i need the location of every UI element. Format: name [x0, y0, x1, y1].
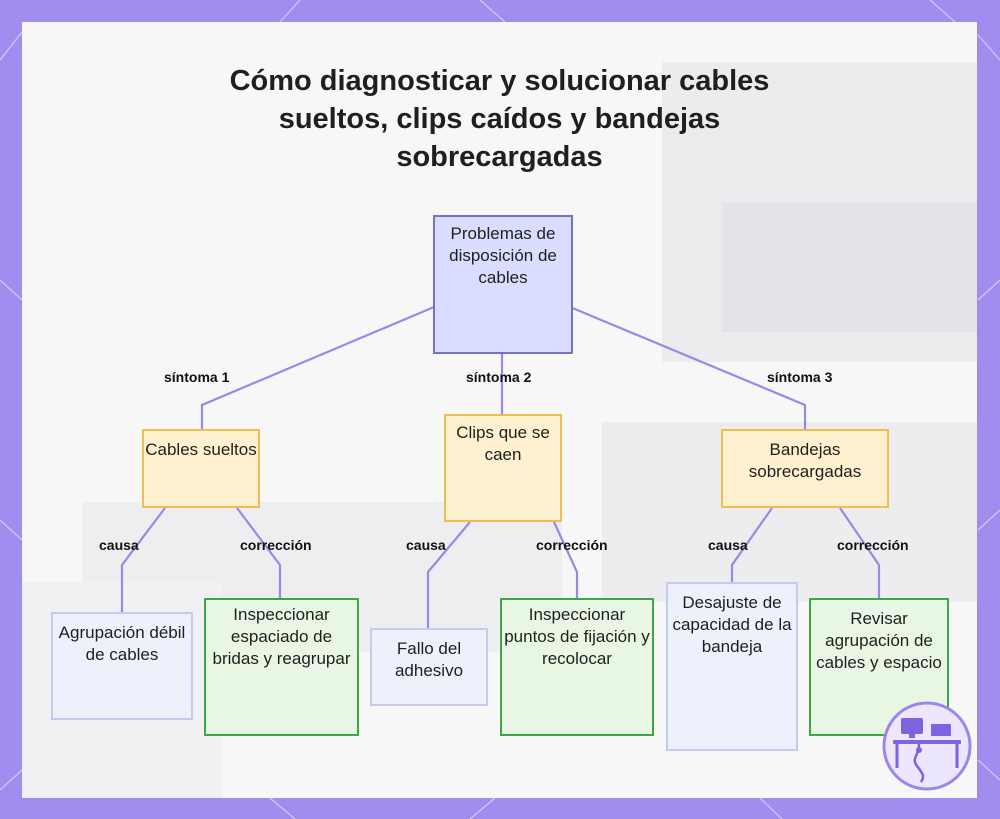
- fix-label: Inspeccionar espaciado de bridas y reagr…: [212, 605, 351, 668]
- symptom-label: Cables sueltos: [145, 440, 257, 459]
- fix-node-2: Inspeccionar puntos de fijación y recolo…: [500, 598, 654, 736]
- diagram-card: Cómo diagnosticar y solucionar cables su…: [22, 22, 977, 798]
- edge-label-symptom-1: síntoma 1: [164, 369, 230, 385]
- edge-label-fix-3: corrección: [837, 537, 909, 553]
- fix-node-3: Revisar agrupación de cables y espacio: [809, 598, 949, 736]
- cause-label: Desajuste de capacidad de la bandeja: [672, 593, 792, 656]
- cause-label: Fallo del adhesivo: [394, 639, 464, 680]
- edge-label-cause-3: causa: [708, 537, 748, 553]
- edge-label-symptom-2: síntoma 2: [466, 369, 532, 385]
- fix-label: Revisar agrupación de cables y espacio: [816, 609, 942, 672]
- edge-label-cause-1: causa: [99, 537, 139, 553]
- edge-label-fix-1: corrección: [240, 537, 312, 553]
- symptom-label: Bandejas sobrecargadas: [748, 440, 862, 481]
- root-label: Problemas de disposición de cables: [449, 224, 557, 287]
- diagram-title: Cómo diagnosticar y solucionar cables su…: [229, 65, 770, 173]
- edge-label-symptom-3: síntoma 3: [767, 369, 833, 385]
- edge-label-cause-2: causa: [406, 537, 446, 553]
- symptom-label: Clips que se caen: [456, 423, 550, 464]
- root-node: Problemas de disposición de cables: [433, 215, 573, 354]
- cause-node-1: Agrupación débil de cables: [51, 612, 193, 720]
- computer-desk-logo-icon: [882, 701, 972, 791]
- cause-node-3: Desajuste de capacidad de la bandeja: [666, 582, 798, 751]
- connector-lines: [120, 305, 881, 628]
- cause-node-2: Fallo del adhesivo: [370, 628, 488, 706]
- symptom-node-3: Bandejas sobrecargadas: [721, 429, 889, 508]
- symptom-node-1: Cables sueltos: [142, 429, 260, 508]
- symptom-node-2: Clips que se caen: [444, 414, 562, 522]
- fix-node-1: Inspeccionar espaciado de bridas y reagr…: [204, 598, 359, 736]
- cause-label: Agrupación débil de cables: [58, 623, 186, 664]
- fix-label: Inspeccionar puntos de fijación y recolo…: [504, 605, 650, 668]
- edge-label-fix-2: corrección: [536, 537, 608, 553]
